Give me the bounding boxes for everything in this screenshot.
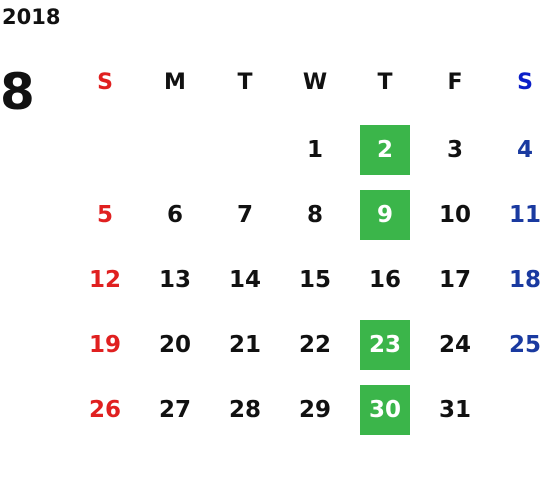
day-number: 22	[298, 332, 331, 358]
week-row: 19 20 21 22 23 24 25	[70, 320, 546, 370]
day-number: 12	[88, 267, 121, 293]
week-row: 12 13 14 15 16 17 18	[70, 255, 546, 305]
day-number: 19	[88, 332, 121, 358]
day-cell[interactable]: 7	[210, 190, 280, 240]
empty-day-cell	[140, 125, 210, 175]
day-cell[interactable]: 22	[280, 320, 350, 370]
day-number: 16	[368, 267, 401, 293]
day-number: 14	[228, 267, 261, 293]
day-number: 3	[446, 137, 463, 163]
highlighted-day-number: 23	[360, 320, 410, 370]
day-cell[interactable]: 3	[420, 125, 490, 175]
weekday-sunday: S	[97, 69, 113, 95]
day-number: 8	[306, 202, 323, 228]
day-cell[interactable]: 15	[280, 255, 350, 305]
day-number: 15	[298, 267, 331, 293]
day-cell[interactable]: 20	[140, 320, 210, 370]
day-cell[interactable]: 6	[140, 190, 210, 240]
day-number: 20	[158, 332, 191, 358]
weekday-thursday: T	[377, 69, 393, 95]
day-cell[interactable]: 28	[210, 385, 280, 435]
weekday-monday: M	[164, 69, 186, 95]
day-cell[interactable]: 14	[210, 255, 280, 305]
day-cell[interactable]: 31	[420, 385, 490, 435]
day-number	[500, 385, 548, 435]
day-cell[interactable]: 30	[350, 385, 420, 435]
day-number: 28	[228, 397, 261, 423]
weekday-wednesday: W	[302, 69, 328, 95]
weekday-friday: F	[447, 69, 463, 95]
empty-day-cell	[70, 125, 140, 175]
day-cell[interactable]: 19	[70, 320, 140, 370]
day-cell[interactable]: 24	[420, 320, 490, 370]
day-cell[interactable]: 13	[140, 255, 210, 305]
empty-day-cell	[210, 125, 280, 175]
day-number: 29	[298, 397, 331, 423]
empty-day-cell	[490, 385, 548, 435]
day-number: 18	[508, 267, 541, 293]
day-number: 7	[236, 202, 253, 228]
day-number: 27	[158, 397, 191, 423]
day-number	[80, 125, 130, 175]
day-number: 4	[516, 137, 533, 163]
day-cell[interactable]: 11	[490, 190, 548, 240]
day-number: 10	[438, 202, 471, 228]
weekday-tuesday: T	[237, 69, 253, 95]
day-number: 24	[438, 332, 471, 358]
day-cell[interactable]: 21	[210, 320, 280, 370]
day-cell[interactable]: 23	[350, 320, 420, 370]
day-cell[interactable]: 4	[490, 125, 548, 175]
day-number: 5	[96, 202, 113, 228]
day-number: 25	[508, 332, 541, 358]
month-number: 8	[0, 63, 35, 121]
day-cell[interactable]: 8	[280, 190, 350, 240]
week-row: 26 27 28 29 30 31	[70, 385, 546, 435]
day-cell[interactable]: 1	[280, 125, 350, 175]
day-cell[interactable]: 26	[70, 385, 140, 435]
day-cell[interactable]: 16	[350, 255, 420, 305]
day-cell[interactable]: 12	[70, 255, 140, 305]
day-number: 13	[158, 267, 191, 293]
day-cell[interactable]: 2	[350, 125, 420, 175]
day-cell[interactable]: 27	[140, 385, 210, 435]
weekday-saturday: S	[517, 69, 533, 95]
day-cell[interactable]: 10	[420, 190, 490, 240]
year-label: 2018	[2, 5, 61, 29]
day-number: 6	[166, 202, 183, 228]
weekday-header: S M T W T F S	[70, 64, 546, 100]
highlighted-day-number: 2	[360, 125, 410, 175]
day-number: 31	[438, 397, 471, 423]
day-number: 1	[306, 137, 323, 163]
day-cell[interactable]: 29	[280, 385, 350, 435]
day-number: 17	[438, 267, 471, 293]
day-number	[150, 125, 200, 175]
day-cell[interactable]: 17	[420, 255, 490, 305]
day-cell[interactable]: 5	[70, 190, 140, 240]
week-row: 5 6 7 8 9 10 11	[70, 190, 546, 240]
day-cell[interactable]: 9	[350, 190, 420, 240]
day-number	[220, 125, 270, 175]
day-number: 21	[228, 332, 261, 358]
highlighted-day-number: 9	[360, 190, 410, 240]
day-cell[interactable]: 18	[490, 255, 548, 305]
day-number: 26	[88, 397, 121, 423]
day-number: 11	[508, 202, 541, 228]
week-row: 1 2 3 4	[70, 125, 546, 175]
day-cell[interactable]: 25	[490, 320, 548, 370]
highlighted-day-number: 30	[360, 385, 410, 435]
